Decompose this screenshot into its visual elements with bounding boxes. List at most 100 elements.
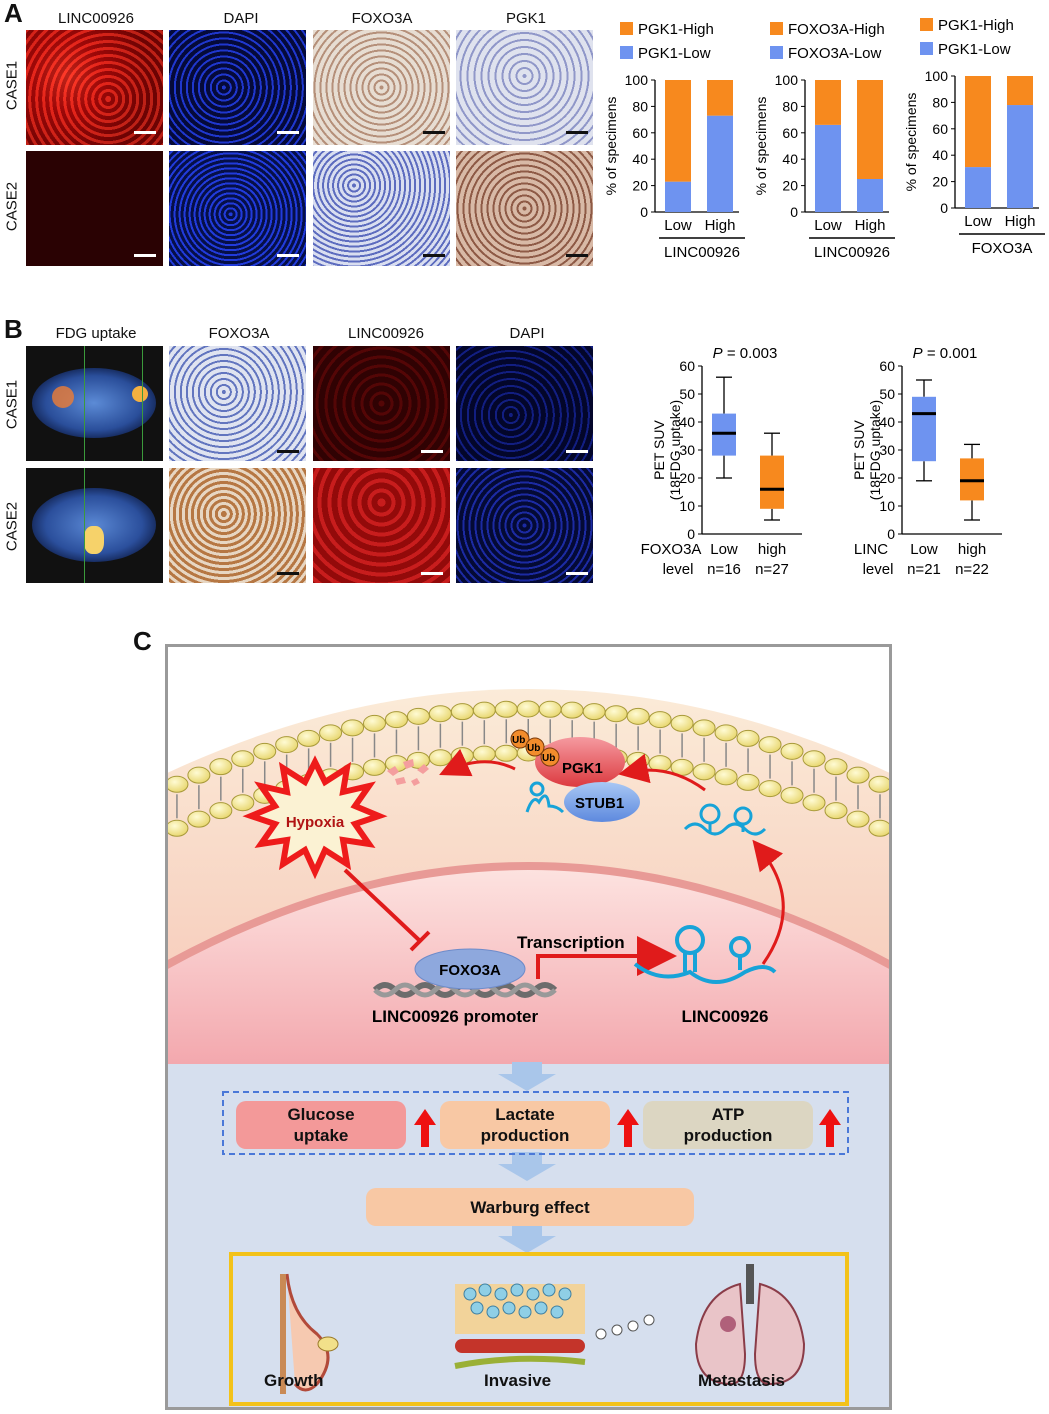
legend-swatch-low bbox=[770, 46, 783, 59]
group-axis-label-line1: FOXO3A bbox=[641, 541, 702, 558]
membrane-bead bbox=[868, 775, 889, 793]
col-label-linc00926: LINC00926 bbox=[58, 10, 134, 27]
y-axis-label: % of specimens bbox=[903, 93, 919, 192]
y-tick-label: 60 bbox=[782, 125, 798, 141]
y-tick-label: 0 bbox=[940, 200, 948, 216]
membrane-bead bbox=[582, 703, 606, 721]
membrane-bead bbox=[168, 775, 189, 793]
micrograph-a-pgk1-case1 bbox=[456, 30, 593, 145]
degraded-protein-icon bbox=[387, 759, 429, 786]
membrane-bead bbox=[187, 766, 211, 784]
bar-low-low bbox=[665, 181, 691, 212]
y-axis-label-line1: PET SUV bbox=[851, 420, 867, 480]
membrane-bead bbox=[802, 794, 826, 812]
lactate-production-line2: production bbox=[480, 1126, 570, 1145]
membrane-bead bbox=[384, 711, 408, 729]
glucose-uptake-line2: uptake bbox=[293, 1126, 349, 1145]
micrograph-b-foxo3a-case1 bbox=[169, 346, 306, 461]
glucose-uptake-line1: Glucose bbox=[287, 1105, 355, 1124]
micrograph-a-linc-case1 bbox=[26, 30, 163, 145]
x-tick-label: Low bbox=[814, 217, 842, 234]
bar-low-high bbox=[857, 179, 883, 212]
y-axis-label-line2: (18FDG uptake) bbox=[867, 400, 883, 500]
y-tick-label: 60 bbox=[879, 358, 895, 374]
micrograph-a-foxo3a-case2 bbox=[313, 151, 450, 266]
y-tick-label: 10 bbox=[679, 498, 695, 514]
row-label-b-case1: CASE1 bbox=[3, 379, 21, 430]
membrane-bead bbox=[560, 701, 584, 719]
legend-swatch-high bbox=[620, 22, 633, 35]
y-tick-label: 40 bbox=[632, 151, 648, 167]
box-low bbox=[912, 396, 936, 462]
membrane-bead bbox=[253, 742, 277, 760]
p-value-label: P = 0.001 bbox=[913, 345, 978, 362]
legend-label-low: PGK1-Low bbox=[638, 45, 711, 62]
hypoxia-starburst-icon bbox=[242, 755, 388, 880]
group-name-label: Low bbox=[910, 541, 938, 558]
breast-tumor-icon bbox=[280, 1273, 339, 1394]
y-tick-label: 40 bbox=[782, 151, 798, 167]
legend-swatch-high bbox=[770, 22, 783, 35]
membrane-bead bbox=[341, 719, 365, 737]
micrograph-a-linc-case2 bbox=[26, 151, 163, 266]
membrane-bead bbox=[758, 780, 782, 798]
phenotype-growth-label: Growth bbox=[264, 1371, 324, 1390]
micrograph-a-dapi-case2 bbox=[169, 151, 306, 266]
membrane-bead bbox=[736, 773, 760, 791]
membrane-bead bbox=[406, 707, 430, 725]
schematic-frame: Ub Ub Ub PGK1 STUB1 Hypoxia bbox=[165, 644, 892, 1410]
membrane-bead bbox=[802, 750, 826, 768]
x-tick-label: High bbox=[855, 217, 886, 234]
micrograph-a-dapi-case1 bbox=[169, 30, 306, 145]
bar-high-low bbox=[665, 80, 691, 182]
bar-high-high bbox=[857, 80, 883, 179]
y-axis-label: % of specimens bbox=[753, 97, 769, 196]
legend-swatch-low bbox=[920, 42, 933, 55]
bar-high-high bbox=[1007, 76, 1033, 106]
group-axis-label-line2: level bbox=[863, 561, 894, 578]
stub1-label: STUB1 bbox=[575, 795, 624, 812]
ub-label: Ub bbox=[527, 743, 540, 754]
membrane-bead bbox=[692, 763, 716, 781]
phenotype-metastasis-label: Metastasis bbox=[698, 1371, 785, 1390]
y-tick-label: 60 bbox=[932, 121, 948, 137]
membrane-bead bbox=[231, 794, 255, 812]
legend-label-low: FOXO3A-Low bbox=[788, 45, 882, 62]
membrane-bead bbox=[450, 747, 474, 765]
row-label-case2: CASE2 bbox=[3, 181, 21, 232]
membrane-bead bbox=[692, 719, 716, 737]
y-tick-label: 30 bbox=[879, 442, 895, 458]
phenotype-invasive-label: Invasive bbox=[484, 1371, 552, 1390]
membrane-bead bbox=[714, 768, 738, 786]
y-tick-label: 50 bbox=[879, 386, 895, 402]
membrane-bead bbox=[428, 705, 452, 723]
row-label-b-case2: CASE2 bbox=[3, 501, 21, 552]
bar-low-low bbox=[965, 167, 991, 208]
micrograph-b-foxo3a-case2 bbox=[169, 468, 306, 583]
membrane-bead bbox=[736, 729, 760, 747]
x-tick-label: High bbox=[705, 217, 736, 234]
x-tick-label: Low bbox=[664, 217, 692, 234]
linc00926-label: LINC00926 bbox=[682, 1007, 769, 1026]
micrograph-b-dapi-case1 bbox=[456, 346, 593, 461]
transcription-label: Transcription bbox=[517, 933, 625, 952]
bar-low-high bbox=[707, 115, 733, 212]
membrane-bead bbox=[868, 819, 889, 837]
membrane-bead bbox=[231, 750, 255, 768]
membrane-bead bbox=[472, 701, 496, 719]
ub-label: Ub bbox=[512, 735, 525, 746]
group-axis-label-line2: level bbox=[663, 561, 694, 578]
y-tick-label: 60 bbox=[679, 358, 695, 374]
panel-b-letter: B bbox=[4, 314, 23, 344]
y-tick-label: 40 bbox=[932, 147, 948, 163]
membrane-bead bbox=[209, 758, 233, 776]
membrane-bead bbox=[626, 707, 650, 725]
col-label-fdg-uptake: FDG uptake bbox=[55, 325, 137, 342]
group-name-label: high bbox=[758, 541, 786, 558]
membrane-bead bbox=[758, 736, 782, 754]
lactate-production-box: Lactate production bbox=[440, 1101, 610, 1149]
group-label: FOXO3A bbox=[972, 240, 1033, 257]
